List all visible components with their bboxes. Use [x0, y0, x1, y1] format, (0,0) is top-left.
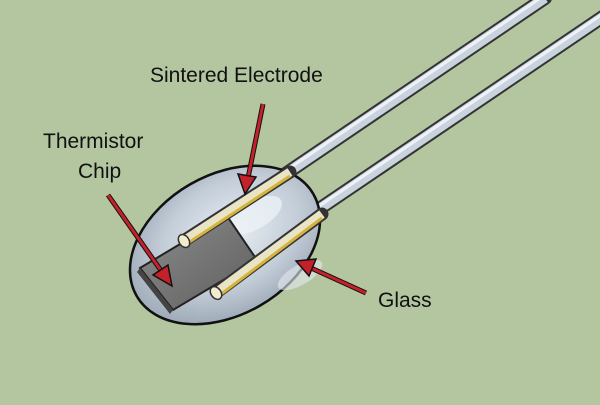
label-glass: Glass: [378, 289, 432, 312]
sintered-electrode-bottom: [209, 207, 329, 301]
label-thermistor-chip-line2: Chip: [78, 160, 122, 183]
sintered-electrode-top: [177, 165, 297, 249]
label-sintered-electrode: Sintered Electrode: [150, 64, 323, 87]
lead-wire-bottom: [293, 10, 600, 229]
lead-wire-top: [243, 0, 552, 205]
arrow-thermistor-chip: [105, 193, 174, 288]
arrow-glass: [294, 258, 368, 296]
label-thermistor-chip-line1: Thermistor: [43, 130, 144, 153]
arrow-sintered-electrode: [236, 103, 266, 196]
